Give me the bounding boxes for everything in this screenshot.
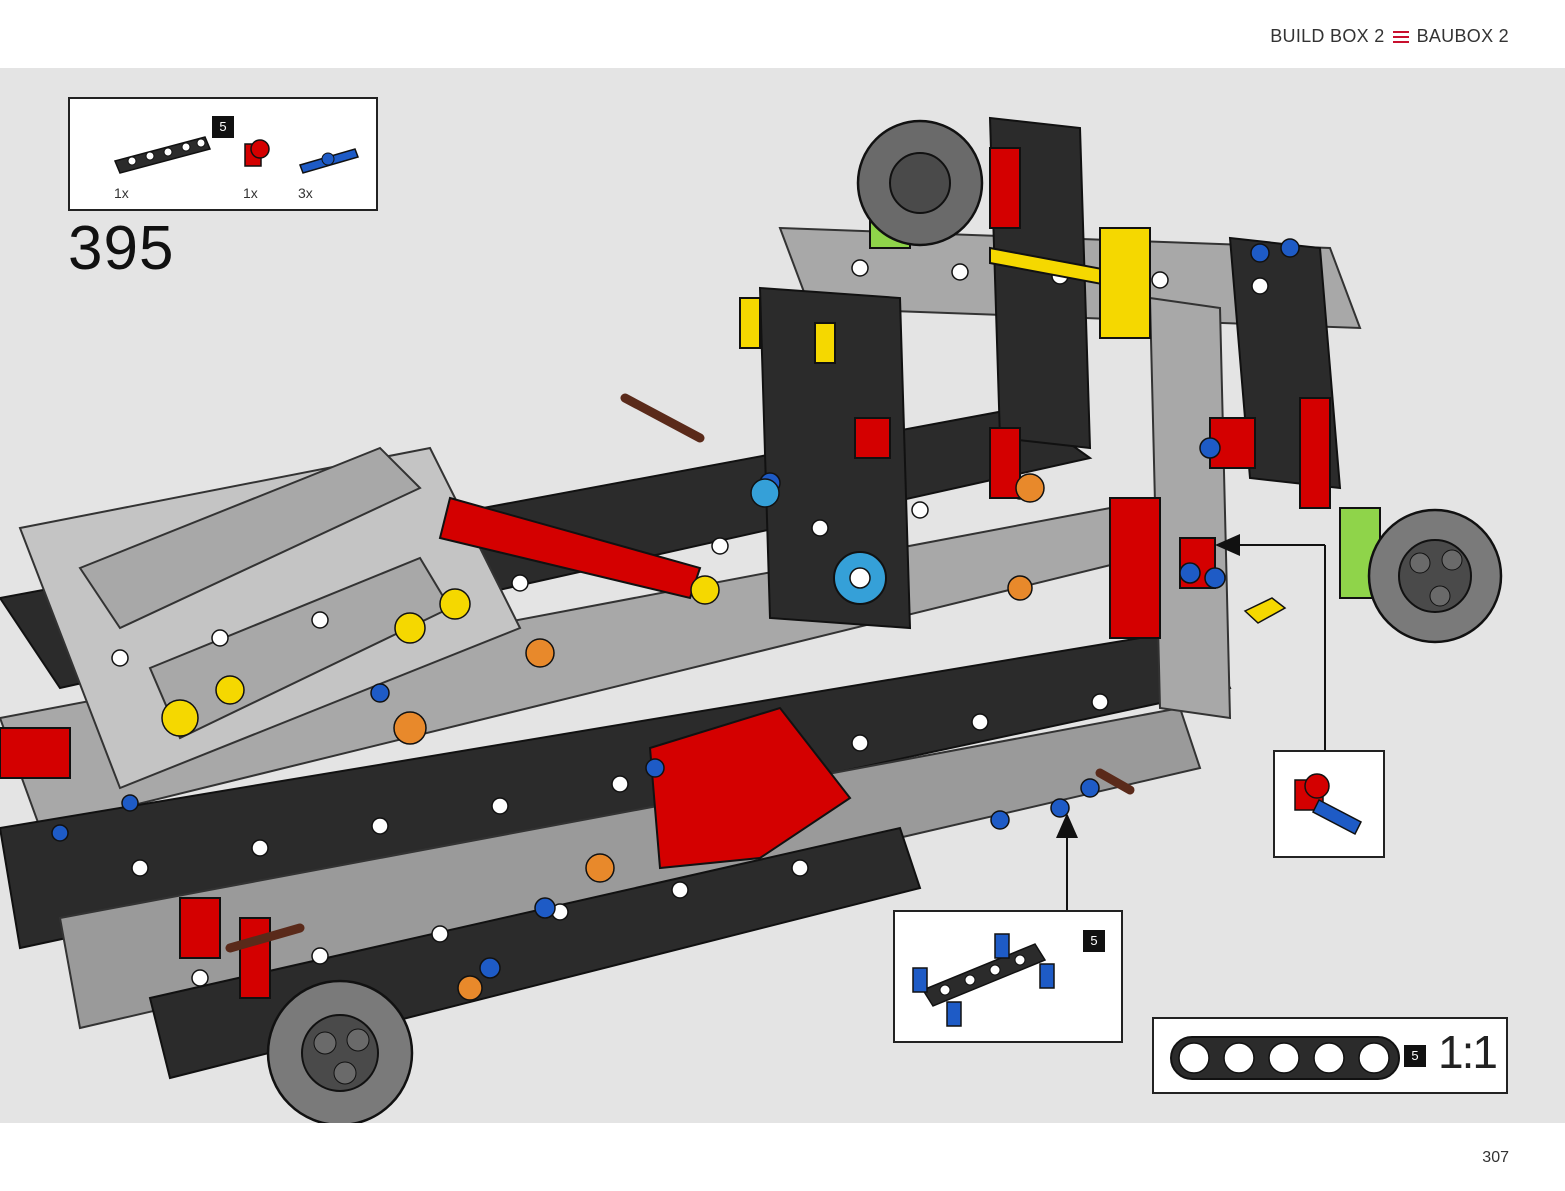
instruction-canvas	[0, 68, 1565, 1123]
brown-axles	[225, 393, 1135, 953]
callout-detail	[1273, 750, 1385, 858]
shock-absorbers	[179, 147, 1331, 959]
part-qty-connector: 1x	[243, 185, 258, 201]
part-qty-pin: 3x	[298, 185, 313, 201]
wheel-hubs	[266, 119, 1503, 1123]
red-parts	[0, 417, 1256, 999]
red-connector-with-blue-pin-icon	[1294, 773, 1362, 836]
scale-reference: 5 1:1	[1152, 1017, 1508, 1094]
scale-size-badge: 5	[1404, 1045, 1426, 1067]
assembly-size-badge: 5	[1083, 930, 1105, 952]
beam-with-pins-assembly-icon	[912, 933, 1055, 1027]
parts-size-badge: 5	[212, 116, 234, 138]
blue-pins	[51, 238, 1300, 979]
parts-list-drawing	[113, 136, 359, 174]
scale-label: 1:1	[1438, 1026, 1498, 1078]
gears	[750, 478, 887, 605]
blue-axle-pin-icon	[299, 148, 359, 174]
page-number: 307	[1482, 1149, 1509, 1166]
baubox-label: BAUBOX 2	[1416, 26, 1509, 46]
step-number: 395	[68, 214, 175, 283]
model-illustration	[0, 116, 1503, 1123]
menu-icon	[1392, 30, 1409, 43]
parts-list: 5 1x 1x 3x	[68, 97, 378, 211]
black-beam-5-icon	[113, 136, 212, 174]
part-qty-beam: 1x	[114, 185, 129, 201]
build-box-title: BUILD BOX 2 BAUBOX 2	[1270, 26, 1509, 47]
insertion-arrows	[1056, 534, 1326, 910]
build-box-label: BUILD BOX 2	[1270, 26, 1385, 46]
page-header: BUILD BOX 2 BAUBOX 2	[0, 0, 1565, 68]
red-connector-icon	[244, 139, 270, 167]
black-beam-5-scale-icon	[1170, 1036, 1400, 1080]
callout-assembly: 5	[893, 910, 1123, 1043]
